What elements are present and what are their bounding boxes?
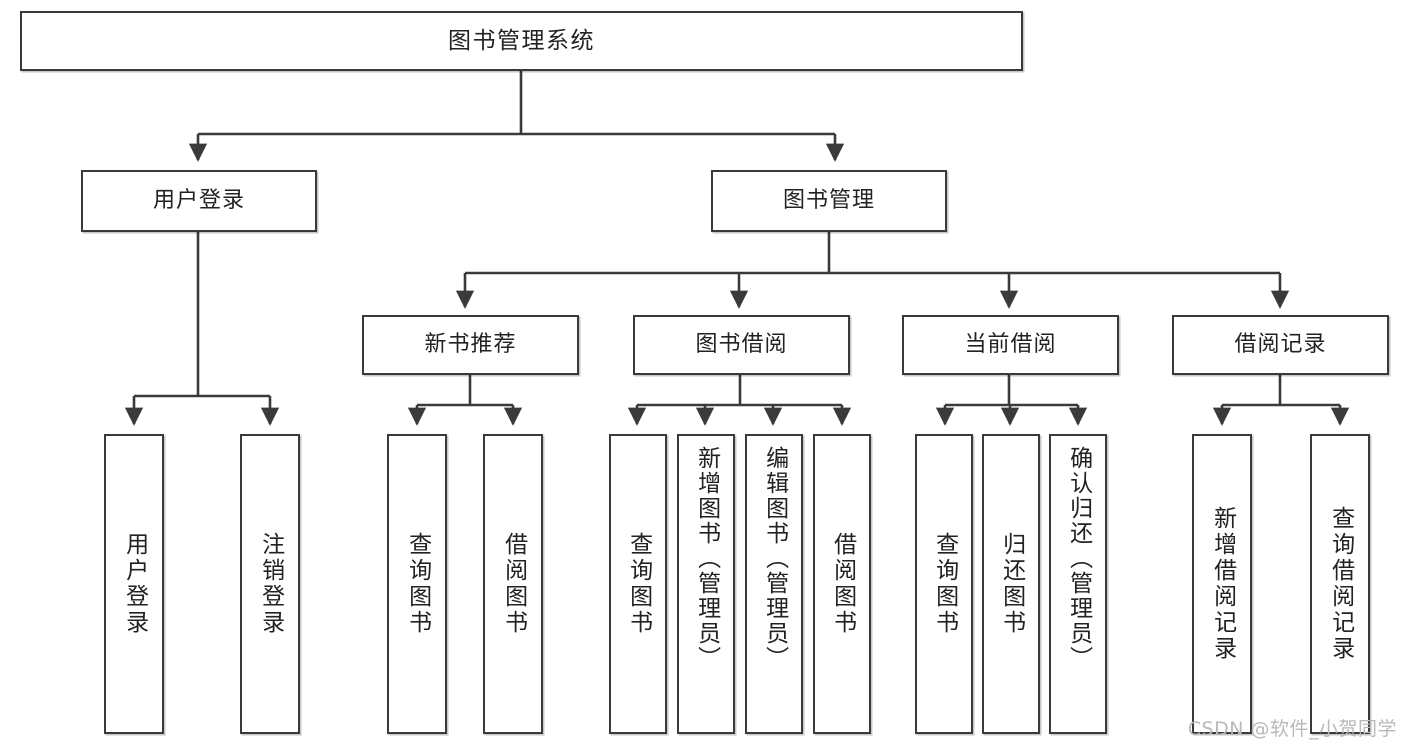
node-label: 确认归还（管理员） <box>1065 446 1092 671</box>
node-label: 用户登录 <box>152 188 245 214</box>
node-label: 当前借阅 <box>964 332 1057 358</box>
leaf-borrow-query-book[interactable]: 查询图书 <box>609 434 667 734</box>
node-label: 查询图书 <box>404 532 431 636</box>
node-book-management[interactable]: 图书管理 <box>711 170 947 232</box>
node-label: 图书管理 <box>782 188 875 214</box>
node-label: 查询图书 <box>931 532 958 636</box>
leaf-current-query-book[interactable]: 查询图书 <box>915 434 973 734</box>
leaf-current-return-book[interactable]: 归还图书 <box>982 434 1040 734</box>
node-label: 新增借阅记录 <box>1209 506 1236 662</box>
node-user-login[interactable]: 用户登录 <box>81 170 317 232</box>
leaf-record-query-record[interactable]: 查询借阅记录 <box>1310 434 1370 734</box>
leaf-borrow-edit-book-admin[interactable]: 编辑图书（管理员） <box>745 434 803 734</box>
node-label: 图书借阅 <box>695 332 788 358</box>
node-root-system[interactable]: 图书管理系统 <box>20 11 1023 71</box>
node-label: 归还图书 <box>998 532 1025 636</box>
node-label: 注销登录 <box>257 532 284 636</box>
watermark: CSDN @软件_小贺同学 <box>1187 718 1397 740</box>
node-new-book-recommend[interactable]: 新书推荐 <box>362 315 579 375</box>
leaf-current-confirm-return-admin[interactable]: 确认归还（管理员） <box>1049 434 1107 734</box>
leaf-recommend-borrow-book[interactable]: 借阅图书 <box>483 434 543 734</box>
node-label: 新增图书（管理员） <box>693 446 720 671</box>
node-label: 编辑图书（管理员） <box>761 446 788 671</box>
node-label: 借阅图书 <box>829 532 856 636</box>
node-label: 新书推荐 <box>424 332 517 358</box>
node-book-borrow[interactable]: 图书借阅 <box>633 315 850 375</box>
node-label: 用户登录 <box>121 532 148 636</box>
leaf-borrow-borrow-book[interactable]: 借阅图书 <box>813 434 871 734</box>
leaf-user-login-signin[interactable]: 用户登录 <box>104 434 164 734</box>
leaf-user-login-signout[interactable]: 注销登录 <box>240 434 300 734</box>
node-label: 查询图书 <box>625 532 652 636</box>
node-label: 图书管理系统 <box>448 27 595 54</box>
node-label: 查询借阅记录 <box>1327 506 1354 662</box>
leaf-borrow-add-book-admin[interactable]: 新增图书（管理员） <box>677 434 735 734</box>
node-label: 借阅记录 <box>1234 332 1327 358</box>
node-current-borrow[interactable]: 当前借阅 <box>902 315 1119 375</box>
node-label: 借阅图书 <box>500 532 527 636</box>
node-borrow-record[interactable]: 借阅记录 <box>1172 315 1389 375</box>
leaf-record-add-record[interactable]: 新增借阅记录 <box>1192 434 1252 734</box>
leaf-recommend-query-book[interactable]: 查询图书 <box>387 434 447 734</box>
